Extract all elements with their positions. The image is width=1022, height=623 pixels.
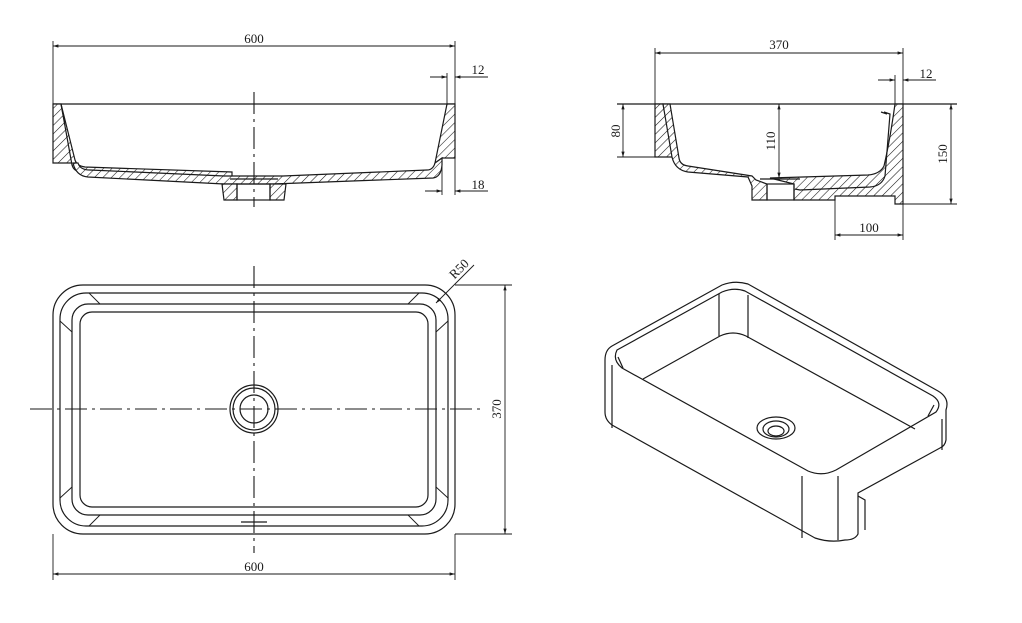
dim-top-corner-radius: R50 <box>446 256 472 282</box>
dim-side-rim: 12 <box>920 66 933 81</box>
dim-top-depth: 370 <box>489 399 504 419</box>
dim-side-depth: 370 <box>769 37 789 52</box>
dim-side-bowl-depth: 110 <box>763 131 778 150</box>
dim-top-width: 600 <box>244 559 264 574</box>
top-view: R50 370 600 <box>30 256 512 580</box>
front-section-view: 600 12 18 <box>52 31 488 207</box>
dim-front-base: 18 <box>472 177 485 192</box>
dim-front-width: 600 <box>244 31 264 46</box>
dim-side-foot: 100 <box>859 220 879 235</box>
dim-front-rim: 12 <box>472 62 485 77</box>
isometric-view <box>604 281 948 542</box>
side-section-view: 370 12 80 110 150 100 <box>608 37 957 240</box>
dim-side-front-height: 80 <box>608 125 623 138</box>
dim-side-total-height: 150 <box>935 144 950 164</box>
